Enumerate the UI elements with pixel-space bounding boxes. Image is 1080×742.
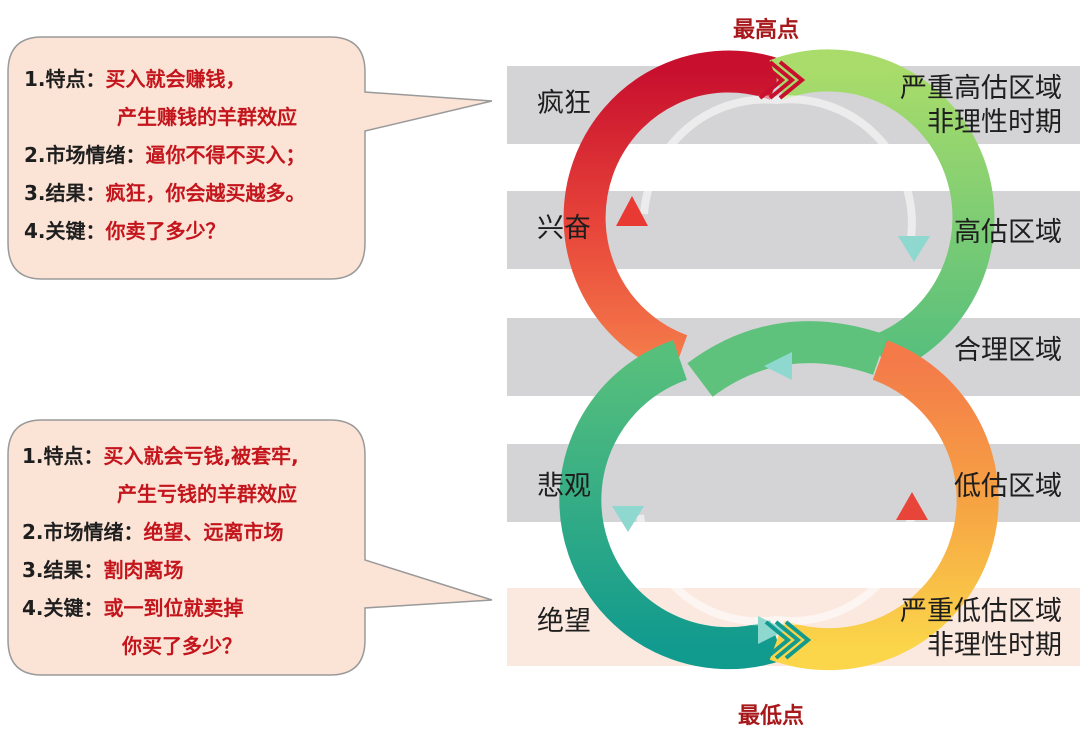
bubble-bottom-row: 产生亏钱的羊群效应 [117,482,297,506]
arrow-up-right-icon [896,492,928,520]
bubble-bottom-row: 1.特点：买入就会亏钱,被套牢, [22,444,299,468]
bubble-top-row: 产生赚钱的羊群效应 [117,105,297,129]
zone-left-label-despair: 绝望 [537,606,591,637]
bubble-top-shape [7,36,493,280]
bubble-top-row: 4.关键：你卖了多少？ [24,219,226,243]
bubble-top-text: 1.特点：买入就会赚钱， 产生赚钱的羊群效应 2.市场情绪：逼你不得不买入； 3… [24,60,306,250]
zone-right-label-fair: 合理区域 [954,335,1062,366]
zone-left-label-excited: 兴奋 [537,213,591,244]
arrow-up-left-icon [616,196,648,226]
cycle-arc-lower-left [559,340,784,670]
arrow-down-right-icon [898,236,930,262]
zone-left-label-crazy: 疯狂 [537,88,591,119]
cycle-arc-upper-right [769,49,995,375]
chevron-bottom-icon [764,620,812,660]
zone-right-label-low: 低估区域 [954,471,1062,502]
bubble-bottom-row: 你买了多少？ [122,634,242,658]
zone-right-label-extreme-high: 严重高估区域 非理性时期 [900,73,1062,138]
cycle-arc-upper-left [563,50,785,375]
bubble-top-row: 2.市场情绪：逼你不得不买入； [24,143,306,167]
arrow-down-left-icon [612,506,644,532]
peak-label-top: 最高点 [733,18,800,43]
zone-right-label-high: 高估区域 [954,217,1062,248]
chevron-top-icon [758,60,806,100]
lower-highlight-track [636,504,916,626]
arrow-right-bottom-icon [758,616,786,644]
bubble-bottom-shape [7,419,493,676]
upper-highlight-track [640,95,916,246]
bubble-bottom-row: 4.关键：或一到位就卖掉 [22,596,244,620]
cycle-crossing-segment [687,321,887,398]
zone-right-label-extreme-low: 严重低估区域 非理性时期 [900,596,1062,661]
bubble-bottom-text: 1.特点：买入就会亏钱,被套牢, 产生亏钱的羊群效应 2.市场情绪：绝望、远离市… [22,437,299,665]
bubble-top-row: 3.结果：疯狂，你会越买越多。 [24,181,306,205]
bubble-bottom-row: 2.市场情绪：绝望、远离市场 [22,520,284,544]
bubble-top-row: 1.特点：买入就会赚钱， [24,67,246,91]
arrow-left-center-icon [764,352,792,380]
zone-left-label-pessimistic: 悲观 [537,471,591,502]
cycle-arc-lower-right [769,340,999,671]
peak-label-bottom: 最低点 [738,704,805,729]
bubble-bottom-row: 3.结果：割肉离场 [22,558,184,582]
